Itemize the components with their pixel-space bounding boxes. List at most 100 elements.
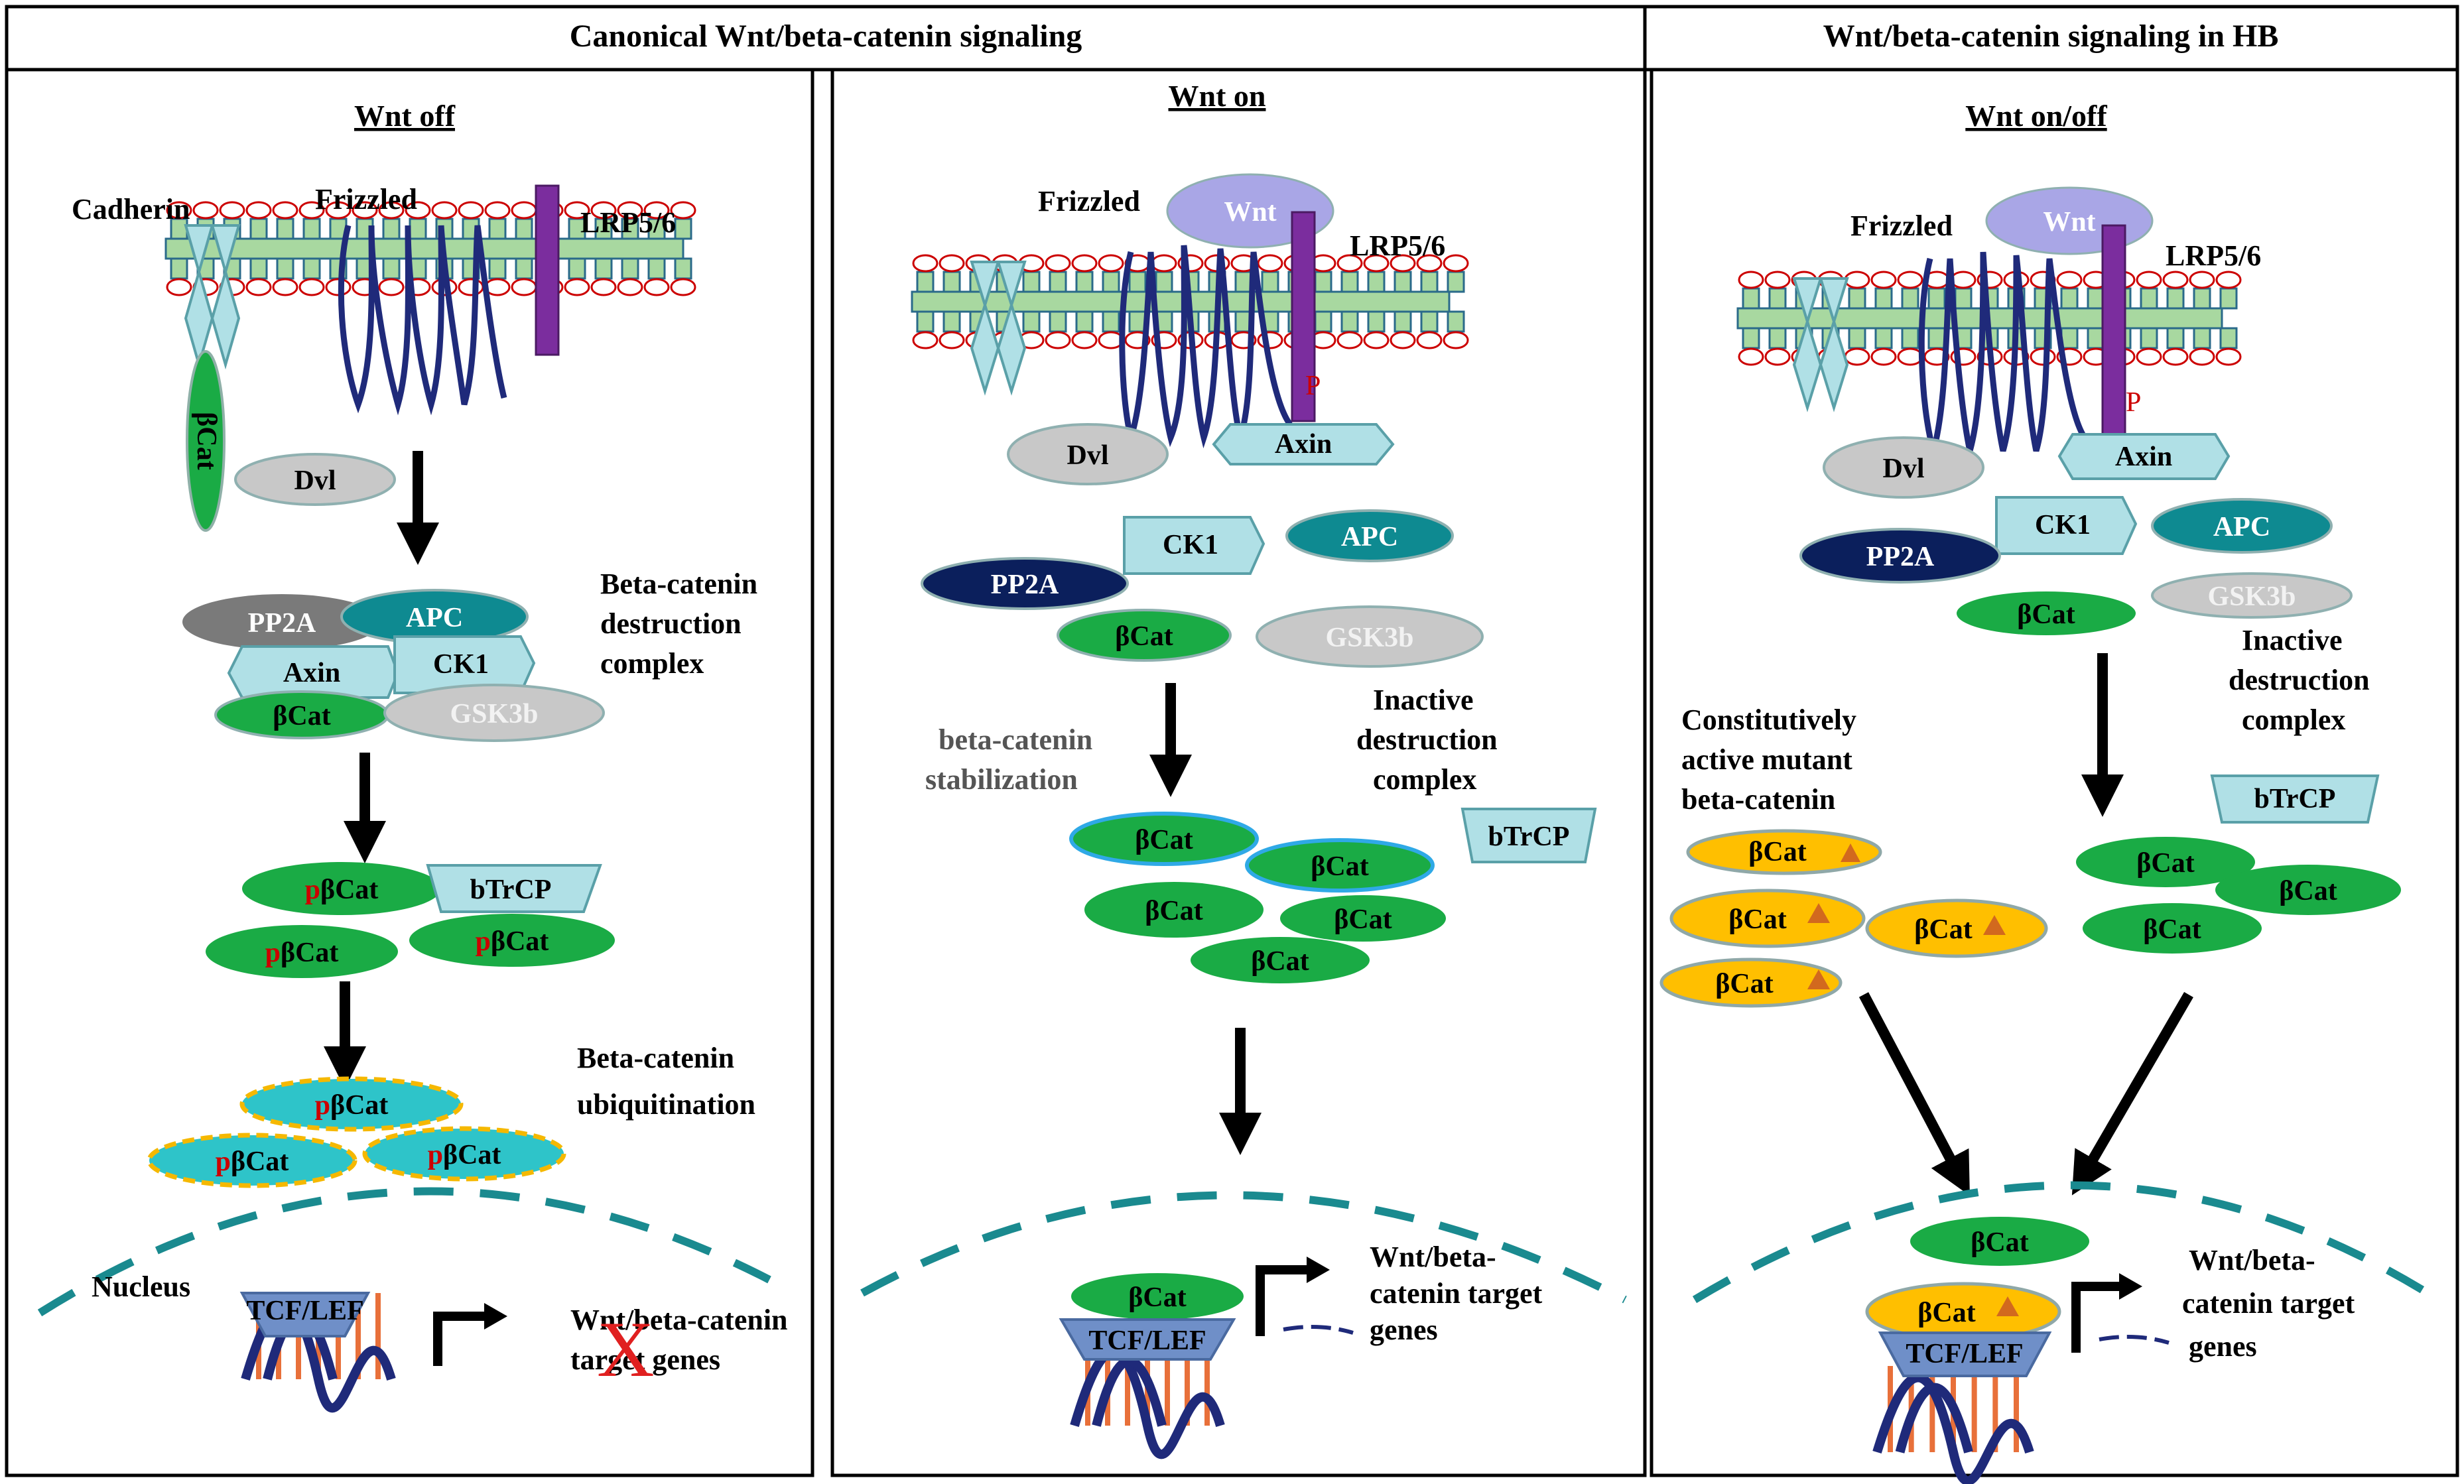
axin-protein	[227, 645, 400, 699]
mutant-bcat-1	[1686, 829, 1882, 875]
wnt-on-title: Wnt on	[1169, 79, 1266, 113]
gsk3b-on-label: GSK3b	[1325, 623, 1413, 653]
target-genes-off-line-2: target genes	[570, 1343, 720, 1376]
header-bar: Canonical Wnt/beta-catenin signaling Wnt…	[5, 5, 2459, 72]
btrcp-hb	[2210, 774, 2380, 824]
axin-hb	[2057, 433, 2231, 480]
mutant-bcat-3	[1865, 898, 2048, 958]
mutant-bcat-2	[1669, 889, 1866, 948]
target-genes-on-line-1: Wnt/beta-	[1370, 1241, 1496, 1273]
panel-wnt-off: Wnt off Cadherin Frizzled LRP5/6 βCat Dv…	[37, 99, 788, 1413]
transcription-arrow-on	[1256, 1265, 1310, 1336]
bcat-hb-free-label: βCat	[2017, 599, 2075, 630]
hb-title: Wnt on/off	[1965, 99, 2107, 133]
gsk3b-hb	[2151, 572, 2353, 619]
frizzled-label: Frizzled	[315, 183, 417, 216]
wnt-ligand-on-label: Wnt	[1224, 197, 1276, 227]
arrow-hb-wt	[2071, 991, 2193, 1196]
pp2a-protein	[182, 594, 381, 650]
mutant-bcat-nuclear-label: βCat	[1917, 1298, 1975, 1328]
bcat-nuclear-on-label: βCat	[1128, 1282, 1186, 1313]
stabilization-line-1: beta-catenin	[939, 723, 1092, 756]
ub-bcat-2-label: pβCat	[216, 1146, 289, 1177]
gsk3b-on	[1256, 605, 1484, 668]
bcat-stab-3	[1084, 882, 1264, 938]
pbcat-3-label: pβCat	[476, 926, 549, 957]
transcription-arrow-hb	[2071, 1282, 2122, 1353]
ck1-on-label: CK1	[1163, 530, 1218, 560]
bcat-nuclear-hb	[1910, 1217, 2089, 1266]
apc-hb	[2151, 498, 2333, 554]
bcat-nuclear-on	[1071, 1273, 1244, 1320]
axin-on	[1212, 423, 1395, 465]
mutation-triangle-icon	[1807, 969, 1830, 989]
ub-bcat-3-label: pβCat	[428, 1140, 501, 1170]
phospho-p-on: P	[1305, 371, 1321, 401]
bcat-stab-5-label: βCat	[1251, 946, 1309, 977]
pbcat-3	[409, 914, 615, 967]
stabilization-line-2: stabilization	[925, 763, 1078, 796]
pbcat-group: pβCat pβCat pβCat bTrCP	[206, 862, 615, 978]
target-genes-off-line-1: Wnt/beta-catenin	[570, 1304, 788, 1336]
inactive-hb-line-1: Inactive	[2242, 624, 2343, 656]
transcription-arrowhead-on	[1307, 1257, 1330, 1283]
frizzled-receptor-hb	[1918, 251, 2085, 462]
hb-header: Wnt/beta-catenin signaling in HB	[1823, 19, 2279, 54]
ck1-hb	[1995, 496, 2138, 555]
tcf-lef-on	[1059, 1318, 1236, 1361]
inactive-on-line-2: destruction	[1356, 723, 1498, 756]
mutant-bcat-4	[1659, 958, 1843, 1008]
ub-bcat-1	[239, 1076, 464, 1132]
target-genes-on-line-2: catenin target	[1370, 1277, 1543, 1310]
bcat-membrane	[186, 350, 226, 532]
ck1-on	[1123, 516, 1265, 575]
btrcp-hb-label: bTrCP	[2254, 784, 2336, 814]
nucleus-label: Nucleus	[92, 1270, 190, 1303]
nucleus-membrane-on	[860, 1191, 1627, 1304]
cadherin-hb	[1792, 277, 1849, 412]
bcat-on-free-label: βCat	[1115, 621, 1173, 652]
frizzled-receptor	[338, 224, 507, 416]
pp2a-hb	[1799, 528, 2001, 584]
pbcat-1-label: pβCat	[305, 875, 379, 905]
dvl-protein	[234, 453, 396, 506]
apc-on	[1285, 509, 1454, 562]
cadherin-on	[970, 261, 1027, 396]
destruction-complex-line-2: destruction	[600, 607, 742, 640]
dvl-hb-label: Dvl	[1883, 454, 1925, 484]
stabilized-bcat-group: βCat βCat βCat βCat βCat	[1069, 812, 1446, 983]
inactive-on-line-1: Inactive	[1373, 684, 1474, 716]
tcf-lef-hb-label: TCF/LEF	[1906, 1339, 2023, 1369]
ck1-protein	[393, 635, 536, 694]
arrow-hb-mutant	[1858, 992, 1970, 1196]
mutation-triangle-icon	[1996, 1296, 2019, 1316]
wt-bcat-group: βCat βCat βCat	[2076, 837, 2401, 954]
mutant-bcat-group: βCat βCat βCat βCat	[1659, 829, 2048, 1008]
bcat-stab-5	[1191, 937, 1370, 983]
bcat-on-free	[1057, 609, 1232, 662]
ub-bcat-3	[362, 1126, 566, 1182]
bcat-hb-1	[2076, 837, 2255, 887]
ub-bcat-2	[147, 1133, 357, 1188]
lrp-receptor	[535, 184, 560, 356]
mutant-bcat-3-label: βCat	[1914, 914, 1972, 945]
lrp-receptor-on	[1291, 211, 1316, 422]
bcat-stab-1	[1069, 812, 1259, 866]
tcf-lef-off	[239, 1292, 371, 1337]
inactive-hb-line-2: destruction	[2229, 664, 2370, 696]
frizzled-on-label: Frizzled	[1038, 185, 1140, 217]
apc-label: APC	[406, 603, 463, 633]
btrcp-on	[1460, 808, 1597, 863]
target-genes-hb-line-3: genes	[2189, 1330, 2257, 1363]
dvl-on	[1007, 423, 1169, 485]
transcription-arrowhead-hb	[2119, 1273, 2142, 1300]
apc-hb-label: APC	[2213, 512, 2270, 542]
mutant-line-3: beta-catenin	[1681, 783, 1835, 816]
mutant-bcat-2-label: βCat	[1728, 904, 1786, 935]
wnt-ligand-hb-label: Wnt	[2043, 207, 2095, 237]
mutation-triangle-icon	[1983, 915, 2006, 935]
mutant-bcat-1-label: βCat	[1748, 837, 1806, 867]
gsk3b-hb-label: GSK3b	[2207, 582, 2296, 612]
pp2a-hb-label: PP2A	[1866, 542, 1935, 572]
ck1-label: CK1	[433, 649, 489, 680]
